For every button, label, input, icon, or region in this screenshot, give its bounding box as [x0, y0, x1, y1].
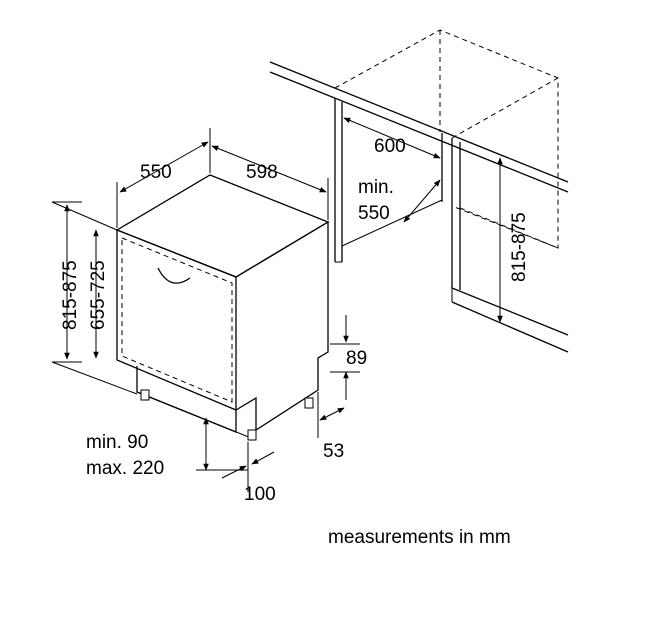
units-note: measurements in mm: [328, 527, 511, 548]
dishwasher-body: [115, 174, 330, 441]
dimension-lines: [51, 117, 503, 492]
niche-height-label: 815-875: [509, 212, 530, 282]
niche-depth-label: 600: [374, 136, 406, 157]
foot-max-label: max. 220: [86, 458, 164, 479]
cabinet-niche: [269, 29, 569, 353]
depth-label: 550: [140, 162, 172, 183]
niche-min-label: min.: [358, 177, 394, 198]
appliance-height-label: 815-875: [60, 260, 81, 330]
plinth-depth-label: 53: [323, 441, 344, 462]
foot-offset-label: 100: [244, 484, 276, 505]
niche-min-value-label: 550: [358, 203, 390, 224]
width-label: 598: [246, 162, 278, 183]
foot-min-label: min. 90: [86, 432, 148, 453]
plinth-height-label: 89: [346, 348, 367, 369]
door-height-label: 655-725: [88, 260, 109, 330]
